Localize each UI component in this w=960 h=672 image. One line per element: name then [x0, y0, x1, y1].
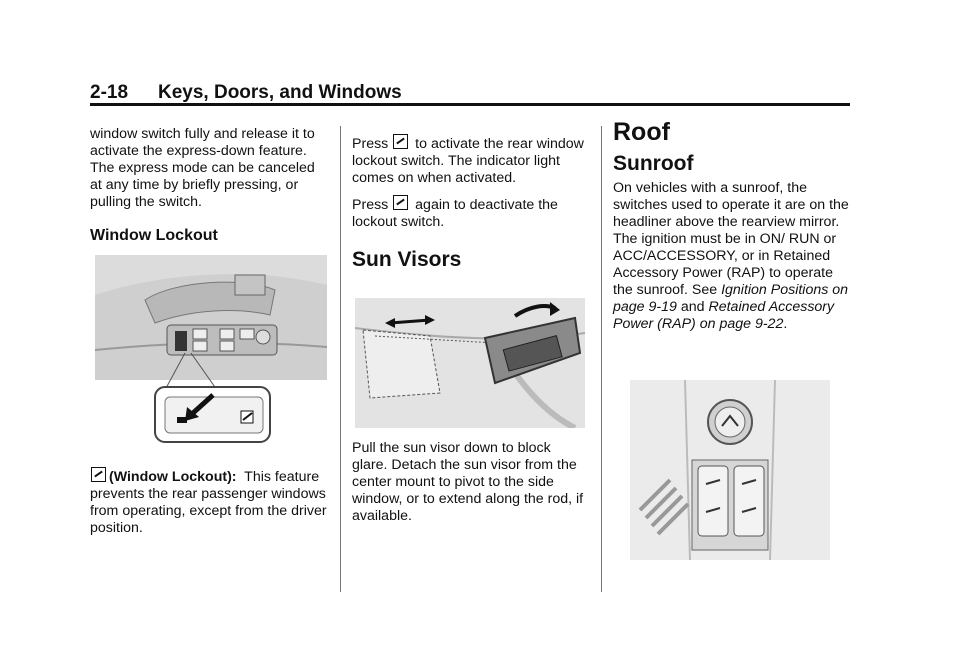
period: . [783, 316, 788, 332]
press-text: Press [352, 197, 389, 213]
sunroof-heading: Sunroof [613, 152, 694, 175]
header-rule [90, 103, 850, 106]
window-lockout-icon [91, 467, 106, 482]
window-lockout-icon [393, 134, 409, 149]
ignition-reference: Ignition Positions on page 9-19 [613, 282, 849, 315]
press-text: Press [352, 136, 389, 152]
section-title: Keys, Doors, and Windows [158, 82, 402, 103]
window-lockout-figure [95, 255, 327, 443]
sun-visors-heading: Sun Visors [352, 248, 462, 271]
window-lockout-icon [393, 195, 409, 210]
and-text: and [680, 299, 705, 315]
sunroof-switch-figure [630, 380, 830, 560]
visor-paragraph: Pull the sun visor down to block glare. … [352, 440, 584, 524]
column-divider [340, 126, 341, 592]
sunroof-paragraph: On vehicles with a sunroof, the switches… [613, 180, 853, 333]
roof-heading: Roof [613, 118, 670, 146]
visor-description: Pull the sun visor down to block glare. … [352, 440, 588, 525]
page-header: 2-18 Keys, Doors, and Windows [90, 82, 402, 104]
lockout-text: This feature prevents the rear passenger… [90, 469, 327, 536]
column-1: window switch fully and release it to ac… [90, 126, 330, 244]
intro-paragraph: window switch fully and release it to ac… [90, 126, 315, 210]
window-lockout-heading: Window Lockout [90, 227, 218, 244]
sun-visor-figure [355, 298, 585, 428]
column-3: Roof Sunroof On vehicles with a sunroof,… [613, 118, 853, 333]
lockout-label: (Window Lockout): [109, 469, 237, 485]
column-2: Press to activate the rear window lockou… [352, 126, 588, 271]
page-number: 2-18 [90, 82, 129, 103]
press-text: to activate the rear window lockout swit… [352, 136, 584, 186]
column-divider [601, 126, 602, 592]
lockout-description: (Window Lockout): This feature prevents … [90, 467, 330, 537]
sunroof-text: On vehicles with a sunroof, the switches… [613, 180, 849, 298]
press-text: again to deactivate the lockout switch. [352, 197, 558, 230]
rap-reference: Retained Accessory Power (RAP) on page 9… [613, 299, 835, 332]
